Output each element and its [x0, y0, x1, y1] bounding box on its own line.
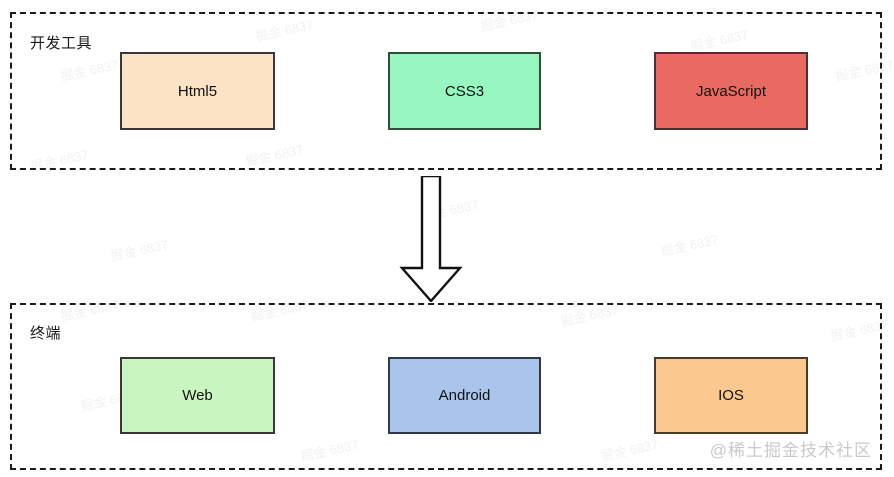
- group-terminal-label: 终端: [30, 325, 62, 342]
- watermark-tile: 掘金 6837: [659, 232, 720, 259]
- node-css3[interactable]: CSS3: [388, 52, 541, 130]
- node-ios[interactable]: IOS: [654, 357, 808, 434]
- node-html5[interactable]: Html5: [120, 52, 275, 130]
- watermark-tile: 掘金 6837: [109, 237, 170, 264]
- node-web[interactable]: Web: [120, 357, 275, 434]
- arrow-down-shape: [399, 176, 463, 302]
- node-css3-label: CSS3: [444, 82, 485, 100]
- node-android-label: Android: [438, 387, 491, 404]
- node-javascript-label: JavaScript: [695, 82, 767, 100]
- node-javascript[interactable]: JavaScript: [654, 52, 808, 130]
- node-android[interactable]: Android: [388, 357, 541, 434]
- group-dev-tools-label: 开发工具: [30, 35, 93, 52]
- arrow-down-icon: [399, 176, 463, 302]
- node-ios-label: IOS: [718, 387, 744, 404]
- node-html5-label: Html5: [177, 82, 218, 100]
- group-terminal: 终端: [10, 303, 882, 470]
- node-web-label: Web: [182, 387, 213, 404]
- group-dev-tools: 开发工具: [10, 12, 882, 170]
- watermark-brand: @稀土掘金技术社区: [709, 441, 872, 460]
